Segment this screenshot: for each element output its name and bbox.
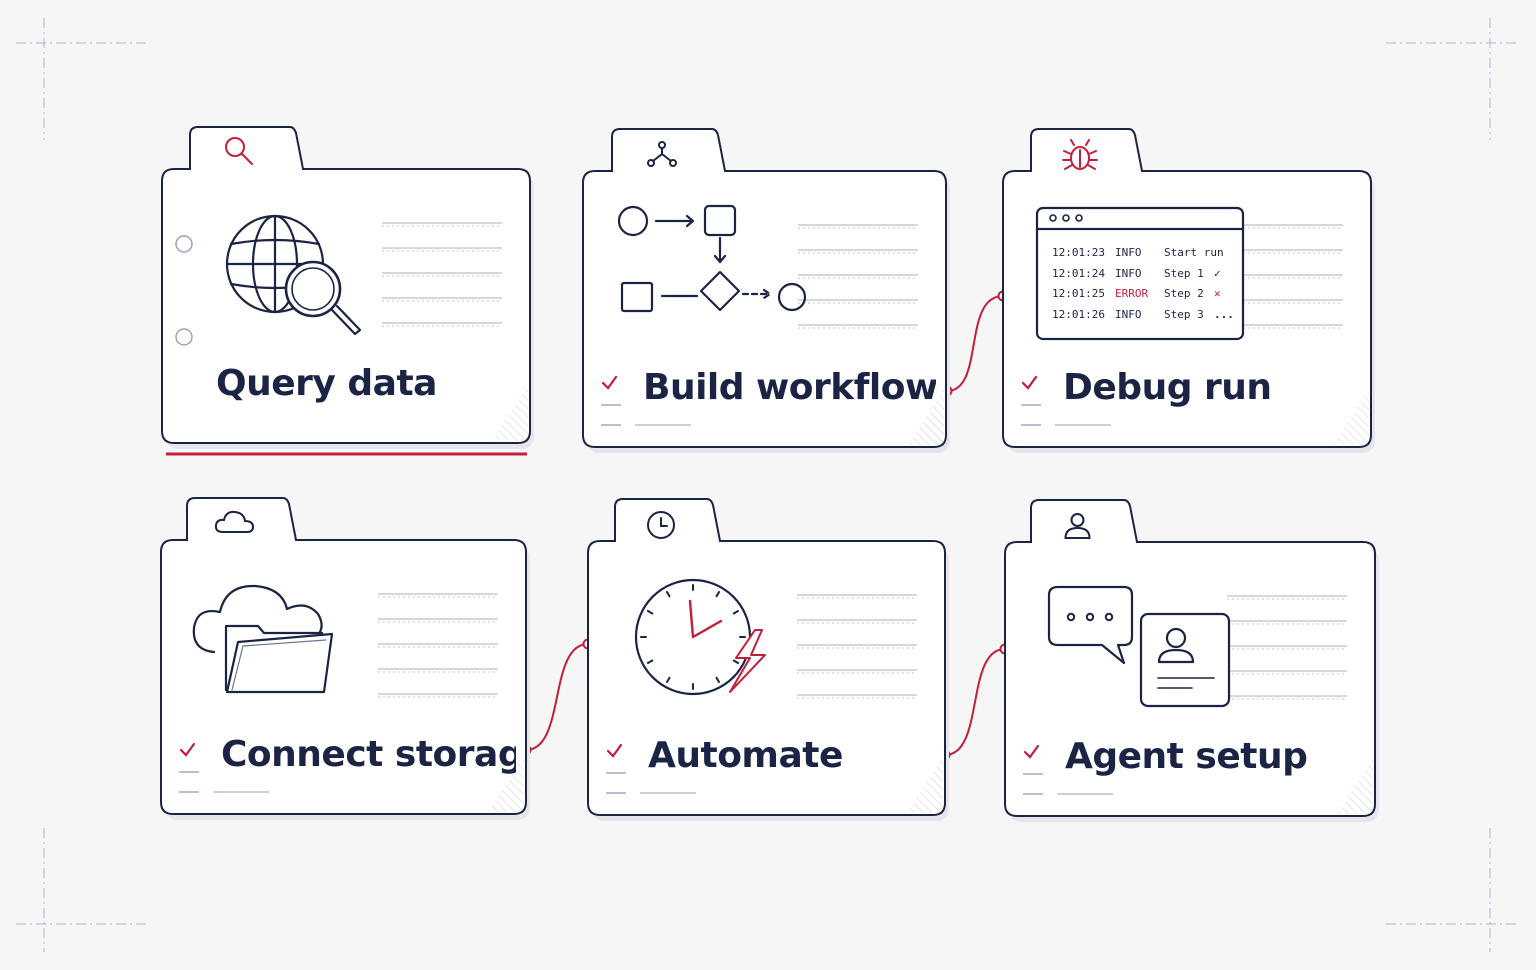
card-title: Automate <box>648 735 843 776</box>
log-status: ✕ <box>1214 287 1221 300</box>
card-title: Connect storage <box>221 734 516 775</box>
card-query[interactable]: Query data <box>161 126 534 456</box>
log-time: 12:01:25 <box>1052 287 1105 300</box>
card-automate[interactable]: Automate <box>587 498 949 821</box>
log-level: INFO <box>1115 266 1142 280</box>
log-level: INFO <box>1115 246 1142 259</box>
log-time: 12:01:23 <box>1052 246 1105 259</box>
bug-icon <box>1062 139 1098 170</box>
connectors <box>525 295 1006 756</box>
placeholder-lines <box>382 222 502 327</box>
log-message: Step 1 <box>1164 266 1204 280</box>
clock-icon <box>647 511 675 539</box>
placeholder-lines <box>798 224 918 329</box>
card-title: Query data <box>216 363 437 404</box>
card-title: Build workflow <box>643 367 936 408</box>
log-message: Start run <box>1164 246 1224 259</box>
cloud-folder-icon <box>192 584 334 694</box>
log-message: Step 2 <box>1164 287 1204 300</box>
log-time: 12:01:26 <box>1052 307 1105 321</box>
globe-search-icon <box>225 214 362 336</box>
log-status: ✓ <box>1214 266 1221 280</box>
log-level: INFO <box>1115 307 1142 321</box>
card-title: Debug run <box>1063 367 1272 408</box>
log-level: ERROR <box>1115 287 1149 300</box>
check-icon <box>601 375 618 390</box>
placeholder-lines <box>378 593 498 698</box>
connector-storage-automate <box>525 643 589 751</box>
search-icon <box>225 137 253 165</box>
folder-outline <box>582 128 947 448</box>
check-icon <box>1023 744 1040 759</box>
clock-lightning-icon <box>634 578 766 696</box>
card-storage[interactable]: Connect storage <box>160 497 530 820</box>
cloud-icon <box>214 510 255 533</box>
placeholder-lines <box>1227 595 1347 700</box>
connector-build-debug <box>946 295 1004 392</box>
corner-marks <box>16 18 1520 952</box>
card-title: Agent setup <box>1065 736 1308 777</box>
placeholder-lines <box>797 594 917 699</box>
check-icon <box>179 742 196 757</box>
log-message: Step 3 <box>1164 307 1204 321</box>
flowchart-icon <box>617 204 807 313</box>
user-icon <box>1064 513 1091 539</box>
check-icon <box>606 743 623 758</box>
connector-automate-agent <box>944 648 1006 756</box>
folder-outline <box>587 498 946 816</box>
folder-outline <box>160 497 527 815</box>
branch-icon <box>647 141 677 167</box>
check-icon <box>1021 375 1038 390</box>
chat-profile-icon <box>1047 585 1231 708</box>
card-agent[interactable]: Agent setup <box>1004 499 1379 822</box>
card-build[interactable]: Build workflow <box>582 128 950 453</box>
folder-outline <box>161 126 531 444</box>
log-status: ... <box>1214 307 1234 321</box>
log-time: 12:01:24 <box>1052 266 1105 280</box>
